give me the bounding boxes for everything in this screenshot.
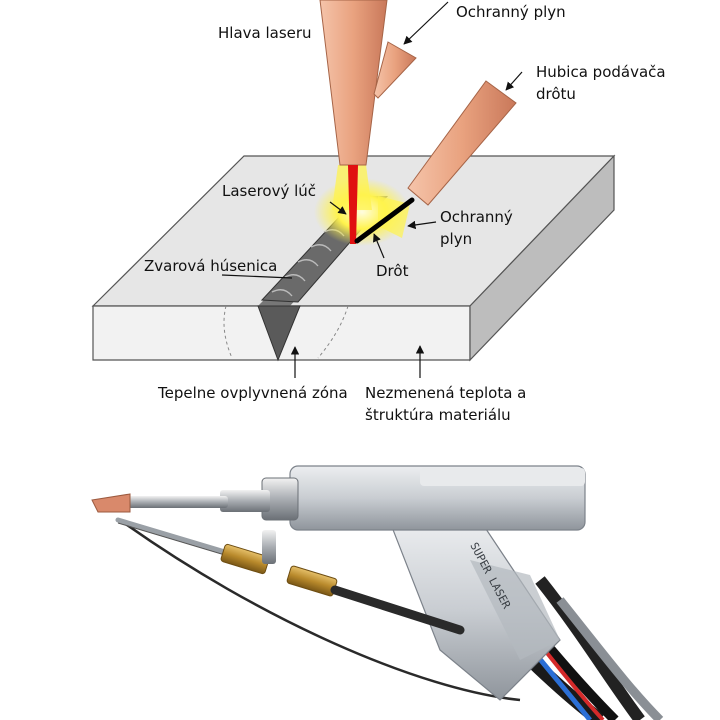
label-wire-nozzle-2: drôtu [536, 85, 576, 103]
laser-head-body [319, 0, 388, 166]
gun-handle-grip-band [470, 560, 560, 660]
filler-wire [354, 197, 415, 244]
copper-nozzle-tip [91, 493, 131, 513]
label-haz: Tepelne ovplyvnená zóna [157, 384, 348, 402]
leader-laser-beam [329, 201, 347, 215]
label-laser-beam: Laserový lúč [222, 182, 316, 200]
label-laser-head: Hlava laseru [218, 24, 312, 42]
cable-gray [556, 597, 664, 720]
diagram-labels: Hlava laseru Ochranný plyn Hubica podáva… [144, 3, 666, 424]
label-wire: Drôt [376, 262, 409, 280]
leader-shield-gas [407, 220, 437, 230]
laser-beam [348, 165, 358, 244]
leader-lines [221, 1, 523, 378]
gun-neck [220, 490, 270, 512]
gun-cables [119, 518, 664, 720]
brass-coupling-1 [220, 543, 270, 575]
haz-boundary-left [223, 305, 233, 359]
label-unchanged-1: Nezmenená teplota a [365, 384, 526, 402]
weld-ripple-1 [271, 289, 293, 297]
cable-black-2 [535, 576, 645, 720]
brass-coupling-2 [286, 565, 338, 597]
label-weld-bead: Zvarová húsenica [144, 257, 277, 275]
welding-gun-photo: SUPER LASER [91, 465, 664, 720]
cable-thin-wire [119, 518, 521, 702]
wire-feed-nozzle [407, 80, 517, 206]
laser-head [319, 0, 417, 166]
weld-bead-cross-section [257, 305, 301, 362]
haz-boundary-right [317, 305, 349, 359]
leader-shield-gas-top [403, 1, 449, 45]
label-shield-gas-2: plyn [440, 230, 472, 248]
gun-bracket [262, 530, 276, 564]
label-unchanged-2: štruktúra materiálu [365, 406, 511, 424]
wire-feed-hose [330, 585, 465, 635]
label-wire-nozzle-1: Hubica podávača [536, 63, 666, 81]
leader-wire-nozzle [505, 71, 523, 91]
shield-gas-nozzle [373, 41, 417, 99]
leader-weld-bead [221, 274, 293, 279]
gun-head-top-panel [420, 468, 585, 486]
label-shield-gas-1: Ochranný [440, 208, 513, 226]
weld-ripple-4 [310, 244, 332, 252]
wire-nozzle-body [407, 80, 517, 206]
leader-wire [373, 233, 385, 259]
weld-ripple-2 [284, 274, 306, 282]
gun-barrel [128, 496, 228, 508]
label-shield-gas-top: Ochranný plyn [456, 3, 566, 21]
weld-ripple-3 [297, 259, 319, 267]
plate-side-face [469, 154, 615, 362]
